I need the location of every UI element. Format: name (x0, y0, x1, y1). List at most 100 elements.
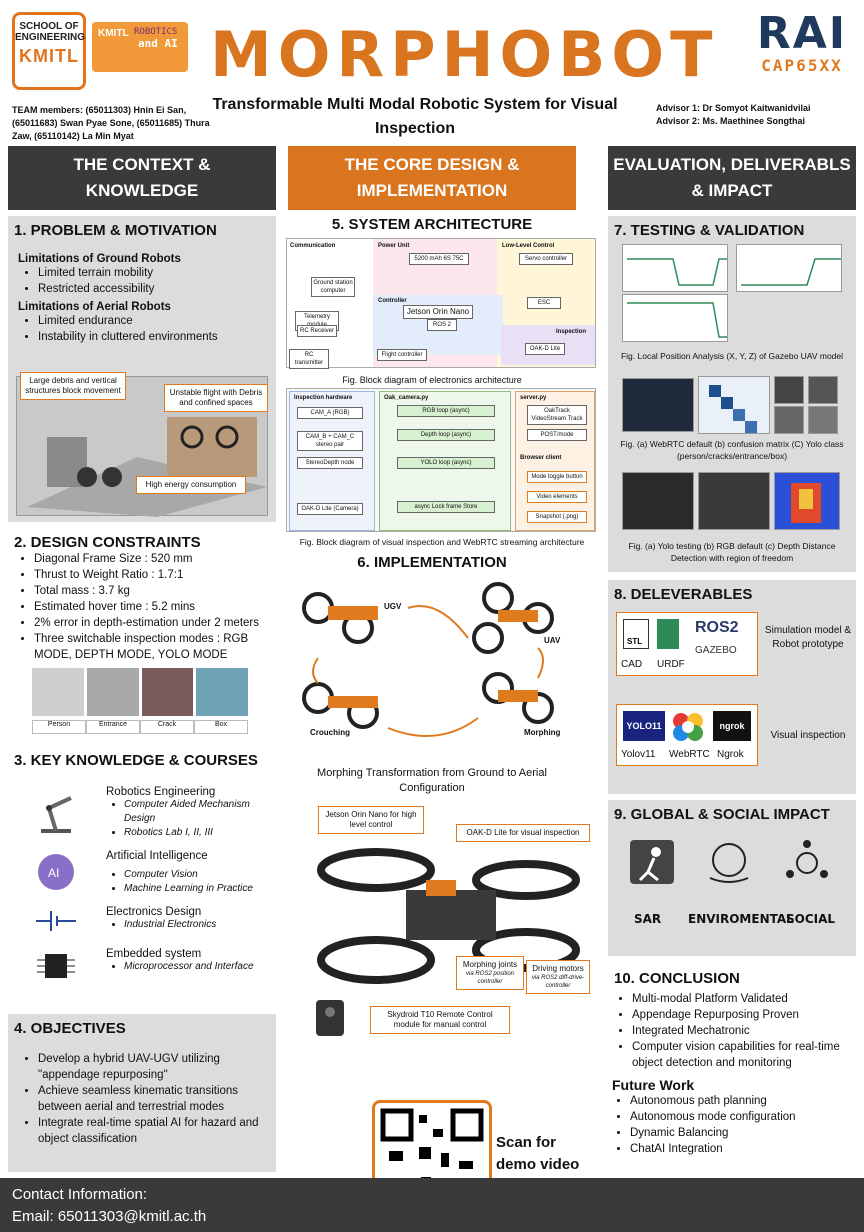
webrtc-screenshot (622, 378, 694, 432)
ground-list: Limited terrain mobility Restricted acce… (8, 265, 276, 297)
course-ai: AI Artificial Intelligence Computer Visi… (28, 850, 278, 902)
list-item: Integrated Mechatronic (632, 1023, 856, 1039)
objectives-list: Develop a hybrid UAV-UGV utilizing "appe… (8, 1051, 276, 1147)
thumbnail-person (32, 668, 84, 716)
diagram-label: Inspection (556, 329, 587, 335)
yolo-class-entrance (774, 406, 804, 434)
diagram-label: Flight controller (377, 349, 427, 361)
advisors: Advisor 1: Dr Somyot Kaitwanidvilai Advi… (656, 102, 856, 128)
school-logo: SCHOOL OF ENGINEERING KMITL (12, 12, 86, 90)
svg-text:AI: AI (48, 866, 59, 880)
label-sar: SAR (634, 912, 662, 926)
diagram-label: Video elements (527, 491, 587, 503)
logo-text-2: ENGINEERING (15, 32, 86, 43)
callout-motors-title: Driving motors (532, 964, 584, 973)
logo-text-3: KMITL (19, 46, 79, 66)
diagram-label: OAK-D Lite (Camera) (297, 503, 363, 515)
list-item: Develop a hybrid UAV-UGV utilizing "appe… (38, 1051, 276, 1083)
testing-title: 7. TESTING & VALIDATION (614, 222, 805, 239)
callout-joints-sub: via ROS2 position controller (465, 971, 515, 985)
list-item: Total mass : 3.7 kg (34, 583, 276, 599)
plot-x (622, 244, 728, 292)
gazebo-logo: GAZEBO (695, 645, 737, 656)
robot-photo: Jetson Orin Nano for high level control … (296, 800, 590, 1060)
course-embedded: Embedded system Microprocessor and Inter… (28, 948, 278, 988)
testing-panel: 7. TESTING & VALIDATION Fig. Local Posit… (608, 216, 856, 572)
contact-email[interactable]: Email: 65011303@kmitl.ac.th (12, 1208, 207, 1225)
confusion-matrix (698, 376, 770, 434)
diagram-label: Depth loop (async) (397, 429, 495, 441)
social-globe-icon (782, 838, 832, 888)
course-electronics: Electronics Design Industrial Electronic… (28, 906, 278, 942)
problem-panel: 1. PROBLEM & MOTIVATION Limitations of G… (8, 216, 276, 522)
diagram-label: Oak_camera.py (384, 395, 429, 401)
diagram-label: RC transmitter (289, 349, 329, 369)
urdf-file-icon (657, 619, 679, 649)
label-environmental: ENVIROMENTAL (688, 912, 794, 926)
sim-label: Simulation model & Robot prototype (764, 625, 852, 650)
testing-caption-1: Fig. Local Position Analysis (X, Y, Z) o… (620, 351, 844, 361)
callout-motors-sub: via ROS2 diff-drive-controller (531, 975, 585, 989)
ngrok-logo: ngrok (713, 711, 751, 741)
aerial-list: Limited endurance Instability in clutter… (8, 313, 276, 345)
column-header-right: EVALUATION, DELIVERABLS & IMPACT (608, 146, 856, 210)
course-robotics: Robotics Engineering Computer Aided Mech… (28, 786, 278, 844)
list-item: Multi-modal Platform Validated (632, 991, 856, 1007)
course-name: Electronics Design (106, 906, 202, 918)
knowledge-panel: 3. KEY KNOWLEDGE & COURSES Robotics Engi… (8, 746, 276, 1008)
impact-panel: 9. GLOBAL & SOCIAL IMPACT SAR ENVIROMENT… (608, 800, 856, 956)
callout-joints-title: Morphing joints (462, 960, 518, 969)
list-item: Limited endurance (38, 313, 276, 329)
diagram-label: CAM_A (RGB) (297, 407, 363, 419)
stl-file-icon: STL (623, 619, 649, 649)
diagram-label: Browser client (520, 455, 562, 461)
architecture-caption-1: Fig. Block diagram of electronics archit… (342, 375, 522, 385)
class-labels: Person Entrance Crack Box (32, 720, 248, 734)
callout-motors: Driving motors via ROS2 diff-drive-contr… (526, 960, 590, 994)
list-item: Achieve seamless kinematic transitions b… (38, 1083, 276, 1115)
diagram-label: Mode toggle button (527, 471, 587, 483)
list-item: Industrial Electronics (124, 918, 216, 932)
constraints-panel: 2. DESIGN CONSTRAINTS Diagonal Frame Siz… (8, 528, 276, 740)
list-item: Limited terrain mobility (38, 265, 276, 281)
list-item: Robotics Lab I, II, III (124, 826, 278, 840)
sim-deliverables: STL CAD URDF ROS2 GAZEBO (616, 612, 758, 676)
callout-joints: Morphing joints via ROS2 position contro… (456, 956, 524, 990)
cap-logo-bottom: CAP65XX (761, 56, 843, 75)
depth-image (774, 472, 840, 530)
conclusion-panel: 10. CONCLUSION Multi-modal Platform Vali… (608, 964, 856, 1172)
label-box: Box (194, 720, 248, 734)
diagram-label: OakTrack VideoStream Track (527, 405, 587, 425)
list-item: Dynamic Balancing (630, 1125, 856, 1141)
list-item: ChatAI Integration (630, 1141, 856, 1157)
thumbnail-box (196, 668, 248, 716)
advisor-1: Advisor 1: Dr Somyot Kaitwanidvilai (656, 103, 811, 113)
testing-caption-2: Fig. (a) WebRTC default (b) confusion ma… (620, 439, 844, 461)
diagram-label: OAK-D Lite (525, 343, 565, 355)
label-social: SOCIAL (786, 912, 836, 926)
course-name: Embedded system (106, 948, 202, 960)
diagram-label: Ground station computer (311, 277, 355, 297)
diagram-label: Inspection hardware (294, 395, 353, 401)
label-entrance: Entrance (86, 720, 140, 734)
chip-icon (28, 948, 84, 988)
objectives-panel: 4. OBJECTIVES Develop a hybrid UAV-UGV u… (8, 1014, 276, 1172)
diagram-label: Low-Level Control (502, 243, 555, 249)
poster-subtitle: Transformable Multi Modal Robotic System… (212, 96, 618, 137)
constraints-list: Diagonal Frame Size : 520 mm Thrust to W… (8, 551, 276, 663)
list-item: Thrust to Weight Ratio : 1.7:1 (34, 567, 276, 583)
morphing-sequence: UGV UAV Crouching Morphing (288, 578, 578, 748)
callout-remote: Skydroid T10 Remote Control module for m… (370, 1006, 510, 1034)
class-thumbnails (32, 668, 248, 716)
robot-render-image (316, 848, 580, 1036)
implementation-title: 6. IMPLEMENTATION (357, 554, 507, 571)
list-item: Microprocessor and Interface (124, 960, 254, 974)
diagram-label: POST/mode (527, 429, 587, 441)
environment-icon (704, 838, 754, 888)
column-header-left-text: THE CONTEXT & KNOWLEDGE (73, 155, 211, 200)
electronics-diagram: Communication Power Unit Low-Level Contr… (286, 238, 596, 369)
list-item: Estimated hover time : 5.2 mins (34, 599, 276, 615)
yolo-class-person (774, 376, 804, 404)
diagram-label: CAM_B + CAM_C stereo pair (297, 431, 363, 451)
column-header-center-text: THE CORE DESIGN & IMPLEMENTATION (344, 155, 520, 200)
